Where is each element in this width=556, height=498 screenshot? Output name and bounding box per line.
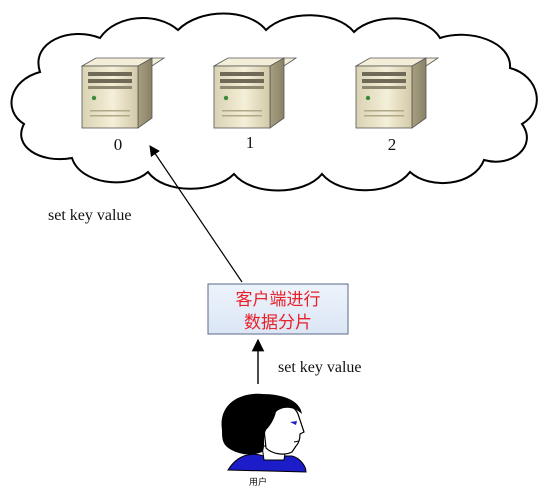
client-box-line2: 数据分片 bbox=[244, 313, 312, 333]
server-icon bbox=[354, 57, 440, 129]
arrow-from-user-label: set key value bbox=[278, 359, 362, 376]
server-label-2: 2 bbox=[388, 135, 397, 154]
server-label-0: 0 bbox=[114, 135, 123, 154]
server-2 bbox=[354, 57, 440, 129]
server-0 bbox=[80, 57, 166, 129]
server-1 bbox=[212, 57, 298, 129]
server-label-1: 1 bbox=[246, 133, 255, 152]
user-icon bbox=[221, 393, 307, 473]
arrow-to-server-label: set key value bbox=[48, 207, 132, 224]
client-box-line1: 客户端进行 bbox=[236, 290, 321, 310]
server-icon bbox=[80, 57, 166, 129]
server-icon bbox=[212, 57, 298, 129]
user-label: 用户 bbox=[249, 476, 267, 488]
arrow-to-server-0 bbox=[149, 145, 243, 283]
client-sharding-box: 客户端进行 数据分片 bbox=[207, 283, 349, 335]
